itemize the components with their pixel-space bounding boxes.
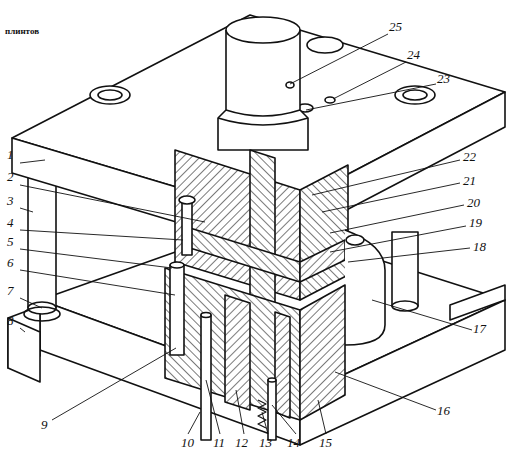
- callout-number: 7: [6, 284, 15, 298]
- callout-number: 17: [472, 322, 487, 336]
- callout-number: 10: [180, 436, 195, 450]
- callout-number: 24: [406, 48, 421, 62]
- callout-number: 21: [462, 174, 477, 188]
- callout-number: 25: [388, 20, 403, 34]
- callout-number: 22: [462, 150, 477, 164]
- callout-number: 11: [212, 436, 226, 450]
- callout-number: 16: [436, 404, 451, 418]
- callout-number: 19: [468, 216, 483, 230]
- callout-number: 1: [6, 148, 15, 162]
- callout-number: 13: [258, 436, 273, 450]
- callout-number: 23: [436, 72, 451, 86]
- callout-number: 18: [472, 240, 487, 254]
- callout-number: 4: [6, 216, 15, 230]
- callout-number: 14: [286, 436, 301, 450]
- callout-number: 8: [6, 314, 15, 328]
- callout-number: 6: [6, 256, 15, 270]
- callout-number: 3: [6, 194, 15, 208]
- callout-number: 5: [6, 235, 15, 249]
- callout-number: 2: [6, 170, 15, 184]
- caption-fragment: плинтов: [4, 26, 40, 36]
- callout-number: 15: [318, 436, 333, 450]
- callout-number: 12: [234, 436, 249, 450]
- callout-number: 9: [40, 418, 49, 432]
- callout-number: 20: [466, 196, 481, 210]
